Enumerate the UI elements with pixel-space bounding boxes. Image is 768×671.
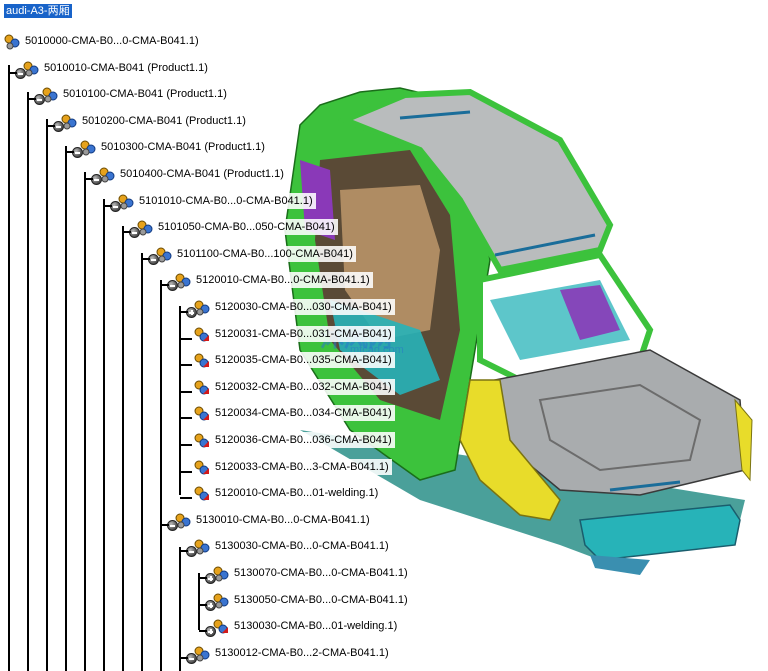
- part-icon[interactable]: [194, 327, 210, 343]
- tree-connector-line: [180, 391, 192, 393]
- assembly-icon[interactable]: [4, 34, 20, 50]
- tree-node-label[interactable]: 5120032-CMA-B0...032-CMA-B041): [212, 379, 395, 395]
- tree-connector-line: [27, 92, 29, 671]
- assembly-icon[interactable]: [213, 593, 229, 609]
- tree-node-label[interactable]: 5120035-CMA-B0...035-CMA-B041): [212, 352, 395, 368]
- part-icon[interactable]: [194, 353, 210, 369]
- part-icon[interactable]: [194, 460, 210, 476]
- tree-connector-line: [8, 65, 10, 671]
- tree-connector-line: [180, 497, 192, 499]
- tree-node-label[interactable]: 5120033-CMA-B0...3-CMA-B041.1): [212, 459, 392, 475]
- tree-connector-line: [85, 178, 93, 180]
- tree-connector-line: [66, 151, 74, 153]
- car-roof-panel: [337, 88, 614, 274]
- tree-node-label[interactable]: 5010010-CMA-B041 (Product1.1): [41, 60, 211, 76]
- tree-connector-line: [142, 258, 150, 260]
- tree-connector-line: [28, 98, 36, 100]
- tree-node-label[interactable]: 5010200-CMA-B041 (Product1.1): [79, 113, 249, 129]
- assembly-icon[interactable]: [99, 167, 115, 183]
- tree-node-label[interactable]: 5101050-CMA-B0...050-CMA-B041): [155, 219, 338, 235]
- part-icon[interactable]: [213, 619, 229, 635]
- car-front-fender: [459, 379, 561, 521]
- tree-node-label[interactable]: 5101010-CMA-B0...0-CMA-B041.1): [136, 193, 316, 209]
- tree-connector-line: [180, 471, 192, 473]
- tree-node-label[interactable]: 5120010-CMA-B0...01-welding.1): [212, 485, 382, 501]
- tree-connector-line: [161, 284, 169, 286]
- tree-connector-line: [160, 520, 162, 671]
- assembly-icon[interactable]: [194, 300, 210, 316]
- part-icon[interactable]: [194, 380, 210, 396]
- tree-connector-line: [199, 630, 207, 632]
- assembly-icon[interactable]: [118, 194, 134, 210]
- tree-connector-line: [47, 125, 55, 127]
- tree-connector-line: [161, 524, 169, 526]
- tree-connector-line: [180, 417, 192, 419]
- assembly-icon[interactable]: [175, 273, 191, 289]
- assembly-icon[interactable]: [42, 87, 58, 103]
- tree-connector-line: [199, 604, 207, 606]
- tree-connector-line: [9, 72, 17, 74]
- assembly-icon[interactable]: [61, 114, 77, 130]
- tree-connector-line: [199, 577, 207, 579]
- tree-connector-line: [179, 547, 181, 671]
- tree-node-label[interactable]: 5130030-CMA-B0...01-welding.1): [231, 618, 401, 634]
- assembly-icon[interactable]: [175, 513, 191, 529]
- assembly-icon[interactable]: [194, 646, 210, 662]
- tree-node-label[interactable]: 5010000-CMA-B0...0-CMA-B041.1): [22, 33, 202, 49]
- assembly-icon[interactable]: [194, 539, 210, 555]
- tree-node-label[interactable]: 5010100-CMA-B041 (Product1.1): [60, 86, 230, 102]
- tree-connector-line: [123, 231, 131, 233]
- tree-node-label[interactable]: 5120031-CMA-B0...031-CMA-B041): [212, 326, 395, 342]
- tree-connector-line: [160, 280, 162, 520]
- tree-connector-line: [180, 444, 192, 446]
- tree-connector-line: [141, 253, 143, 671]
- tree-root-label[interactable]: audi-A3-两厢: [4, 4, 72, 18]
- part-icon[interactable]: [194, 406, 210, 422]
- tree-node-label[interactable]: 5120036-CMA-B0...036-CMA-B041): [212, 432, 395, 448]
- assembly-icon[interactable]: [23, 61, 39, 77]
- assembly-icon[interactable]: [213, 566, 229, 582]
- assembly-icon[interactable]: [137, 220, 153, 236]
- tree-connector-line: [103, 199, 105, 671]
- tree-node-label[interactable]: 5120010-CMA-B0...0-CMA-B041.1): [193, 272, 373, 288]
- tree-connector-line: [104, 205, 112, 207]
- tree-connector-line: [180, 311, 188, 313]
- car-front-bumper-beam: [579, 504, 741, 561]
- tree-node-label[interactable]: 5130050-CMA-B0...0-CMA-B041.1): [231, 592, 411, 608]
- tree-node-label[interactable]: 5130012-CMA-B0...2-CMA-B041.1): [212, 645, 392, 661]
- tree-node-label[interactable]: 5130070-CMA-B0...0-CMA-B041.1): [231, 565, 411, 581]
- tree-node-label[interactable]: 5120034-CMA-B0...034-CMA-B041): [212, 405, 395, 421]
- tree-connector-line: [179, 306, 181, 495]
- tree-node-label[interactable]: 5130030-CMA-B0...0-CMA-B041.1): [212, 538, 392, 554]
- tree-connector-line: [122, 226, 124, 671]
- tree-connector-line: [180, 364, 192, 366]
- assembly-icon[interactable]: [80, 140, 96, 156]
- tree-node-label[interactable]: 5010300-CMA-B041 (Product1.1): [98, 139, 268, 155]
- tree-connector-line: [180, 550, 188, 552]
- part-icon[interactable]: [194, 486, 210, 502]
- tree-connector-line: [46, 119, 48, 671]
- tree-connector-line: [180, 657, 188, 659]
- tree-connector-line: [198, 573, 200, 630]
- tree-node-label[interactable]: 5120030-CMA-B0...030-CMA-B041): [212, 299, 395, 315]
- tree-connector-line: [180, 338, 192, 340]
- tree-connector-line: [65, 146, 67, 671]
- assembly-icon[interactable]: [156, 247, 172, 263]
- tree-node-label[interactable]: 5010400-CMA-B041 (Product1.1): [117, 166, 287, 182]
- tree-node-label[interactable]: 5130010-CMA-B0...0-CMA-B041.1): [193, 512, 373, 528]
- part-icon[interactable]: [194, 433, 210, 449]
- tree-node-label[interactable]: 5101100-CMA-B0...100-CMA-B041): [174, 246, 356, 262]
- tree-connector-line: [84, 172, 86, 671]
